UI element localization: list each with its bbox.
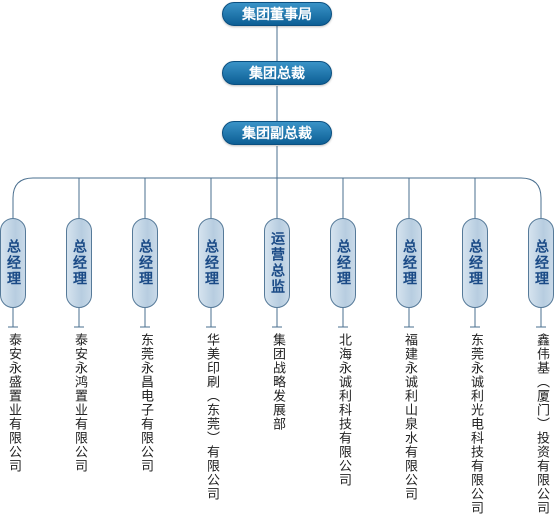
vice-president-box: 集团副总裁	[222, 121, 332, 145]
branch-role-4: 总经理	[203, 239, 219, 287]
branch-role-7: 总经理	[401, 239, 417, 287]
branch-company-7: 福建永诚利山泉水有限公司	[402, 333, 417, 501]
branch-role-6: 总经理	[335, 239, 351, 287]
board-box: 集团董事局	[222, 2, 332, 26]
branch-role-2: 总经理	[71, 239, 87, 287]
branch-role-5: 运营总监	[269, 231, 285, 295]
branch-role-9: 总经理	[533, 239, 549, 287]
branch-company-9: 鑫伟基（厦门）投资有限公司	[534, 333, 549, 515]
branch-company-5: 集团战略发展部	[270, 333, 285, 431]
branch-pill-8: 总经理	[462, 218, 488, 308]
branch-pill-3: 总经理	[132, 218, 158, 308]
branch-pill-1: 总经理	[0, 218, 26, 308]
branch-pill-5: 运营总监	[264, 218, 290, 308]
branch-company-8: 东莞永诚利光电科技有限公司	[468, 333, 483, 515]
branch-company-2: 泰安永鸿置业有限公司	[72, 333, 87, 473]
branch-company-3: 东莞永昌电子有限公司	[138, 333, 153, 473]
branch-company-1: 泰安永盛置业有限公司	[6, 333, 21, 473]
branch-company-6: 北海永诚利科技有限公司	[336, 333, 351, 487]
branch-role-8: 总经理	[467, 239, 483, 287]
president-box: 集团总裁	[222, 61, 332, 85]
branch-role-3: 总经理	[137, 239, 153, 287]
branch-pill-9: 总经理	[528, 218, 554, 308]
branch-pill-7: 总经理	[396, 218, 422, 308]
branch-pill-4: 总经理	[198, 218, 224, 308]
branch-role-1: 总经理	[5, 239, 21, 287]
branch-company-4: 华美印刷（东莞）有限公司	[204, 333, 219, 501]
branch-pill-6: 总经理	[330, 218, 356, 308]
branch-pill-2: 总经理	[66, 218, 92, 308]
